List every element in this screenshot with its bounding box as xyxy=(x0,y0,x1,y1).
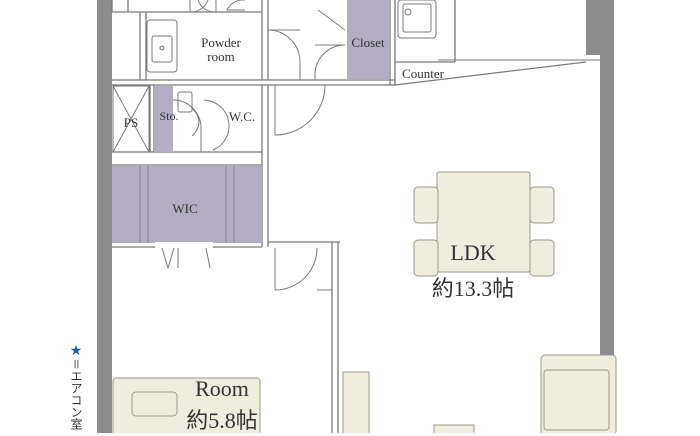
aircon-legend-text: ＝エアコン室 xyxy=(69,358,83,431)
label-wc: W.C. xyxy=(228,109,256,124)
fixtures xyxy=(146,0,437,137)
label-room-size: 約5.8帖 xyxy=(186,408,258,433)
label-powder-room: Powder room xyxy=(201,35,241,65)
exterior-wall-right-lower xyxy=(600,55,614,433)
storage-wic xyxy=(112,166,262,242)
exterior-wall-right xyxy=(586,0,614,55)
label-ldk-name: LDK xyxy=(450,240,496,265)
door-swings xyxy=(161,0,346,291)
label-storage: Sto. xyxy=(159,109,179,123)
exterior-wall-left xyxy=(97,0,112,433)
label-ps: PS xyxy=(123,115,139,130)
aircon-legend: ★ ＝エアコン室 xyxy=(66,344,86,430)
dining-furniture xyxy=(413,171,555,277)
label-counter: Counter xyxy=(402,66,444,81)
storage-closet xyxy=(347,0,389,79)
storage-sto xyxy=(154,86,173,152)
label-room-name: Room xyxy=(195,376,249,401)
living-furniture xyxy=(112,354,617,433)
star-icon: ★ xyxy=(69,343,83,359)
wic-shelves xyxy=(139,166,235,242)
ps-shaft xyxy=(112,85,150,153)
label-wic: WIC xyxy=(172,201,198,216)
label-closet: Closet xyxy=(351,35,385,50)
label-ldk-size: 約13.3帖 xyxy=(431,276,515,301)
